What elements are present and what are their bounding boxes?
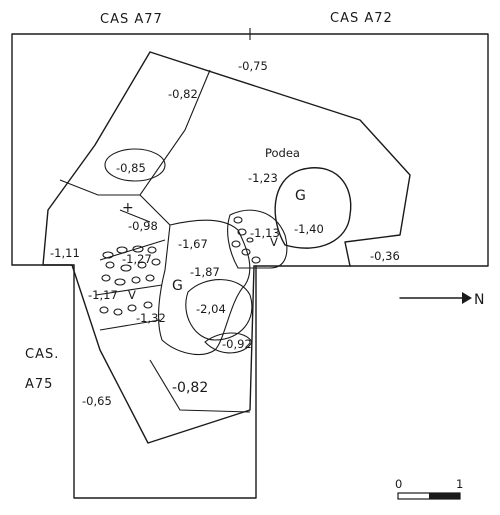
header-cas-a72: CAS A72 [330,11,393,26]
elev-082-bottom: -0,82 [172,380,208,396]
pebbles-left [99,245,161,316]
scale-bar [397,492,461,500]
elev-132: -1,32 [136,311,166,325]
elev-036: -0,36 [370,249,400,263]
central-zone [158,219,251,355]
symbol-v-left: V [128,288,136,302]
symbol-cross: + [122,200,134,216]
elev-075: -0,75 [238,59,268,73]
stone-g-right [274,167,352,249]
elev-082-top: -0,82 [168,87,198,101]
pebbles-right [231,216,261,264]
elev-204: -2,04 [196,302,226,316]
elev-092: -0,92 [222,337,252,351]
oval-pit-85 [104,148,166,182]
scale-end: 1 [456,477,463,491]
north-label: N [474,292,484,308]
symbol-g-right: G [295,188,306,204]
elev-098: -0,98 [128,219,158,233]
elev-187: -1,87 [190,265,220,279]
symbol-g-left: G [172,278,183,294]
elev-111: -1,11 [50,246,80,260]
elev-167: -1,67 [178,237,208,251]
scale-start: 0 [395,477,402,491]
upper-boundary [11,33,489,267]
elev-127: -1,27 [122,252,152,266]
symbol-v-right: V [270,235,278,249]
v-region-right [227,209,288,269]
pit-092 [204,332,253,354]
elev-085: -0,85 [116,161,146,175]
north-arrow [399,292,472,304]
label-podea: Podea [265,146,300,160]
lower-boundary [73,264,257,499]
elev-113: -1,13 [250,226,280,240]
side-label-cas: CAS. [25,347,59,362]
elev-117: -1,17 [88,288,118,302]
lower-diagonal [149,359,251,413]
elev-065: -0,65 [82,394,112,408]
elev-123: -1,23 [248,171,278,185]
partition-lines [59,69,211,331]
elev-140: -1,40 [294,222,324,236]
header-cas-a77: CAS A77 [100,12,163,27]
excavation-outline [42,51,411,444]
pit-204 [185,279,253,341]
side-label-a75: A75 [25,377,53,392]
